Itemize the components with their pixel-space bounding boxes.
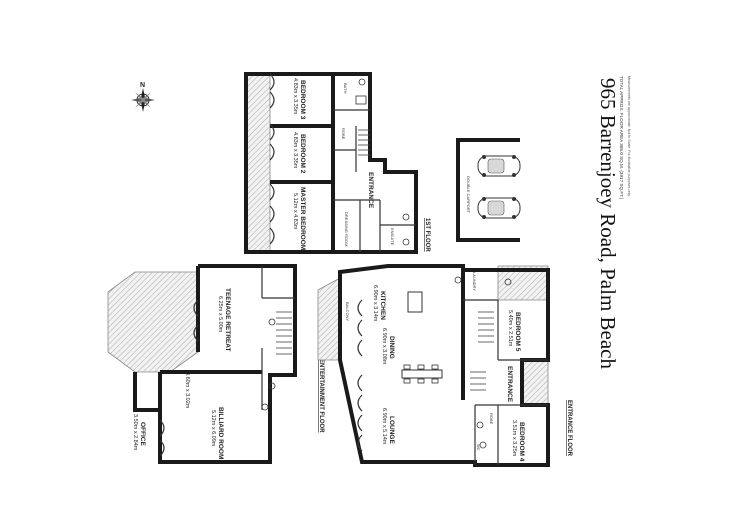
room-label-office: OFFICE (139, 422, 146, 446)
room-dim-dining: 6.90m x 3.08m (381, 328, 387, 365)
room-dim-bedroom2: 4.83m x 3.35m (292, 132, 298, 169)
room-dim-bedroom5: 5.40m x 2.51m (507, 310, 513, 347)
room-dim-bedroom3: 4.83m x 3.35m (292, 78, 298, 115)
room-dim-master: 5.12m x 4.83m (292, 193, 298, 230)
room-label-bedroom5: BEDROOM 5 (514, 312, 521, 352)
room-dim-rumpus: 3.60m x 3.02m (184, 372, 190, 409)
first-floor-plan: BEDROOM 3 4.83m x 3.35m BEDROOM 2 4.83m … (244, 72, 430, 254)
room-label-bedroom3: BEDROOM 3 (299, 80, 306, 120)
room-label-teenage: TEENAGE RETREAT (224, 288, 231, 351)
carport-plan: DOUBLE CARPORT (456, 138, 521, 242)
car-icon (477, 197, 521, 219)
room-dim-teenage: 6.25m x 5.00m (217, 296, 223, 333)
room-label-balcony: BALCONY (345, 302, 350, 321)
carport-label: DOUBLE CARPORT (466, 176, 471, 214)
room-label-robe-lower: ROBE (489, 413, 494, 425)
room-label-dining: DINING (388, 336, 395, 359)
entertainment-floor-plan: TEENAGE RETREAT 6.25m x 5.00m 3.60m x 3.… (107, 264, 324, 464)
room-dim-lounge: 6.90m x 5.14m (381, 408, 387, 445)
room-label-bath: BATH (343, 83, 348, 93)
room-dim-kitchen: 6.90m x 3.14m (372, 285, 378, 322)
room-label-ensuite: ENSUITE (390, 228, 395, 246)
floor-label-entrance: ENTRANCE FLOOR (566, 400, 572, 457)
compass-label: N (140, 82, 145, 89)
room-label-kitchen: KITCHEN (379, 291, 386, 320)
room-label-robe: ROBE (341, 128, 346, 140)
room-dim-office: 3.50m x 2.84m (132, 414, 138, 451)
room-dim-bedroom4: 3.51m x 3.25m (511, 420, 517, 457)
room-label-bedroom2: BEDROOM 2 (299, 134, 306, 174)
floor-label-first: 1ST FLOOR (424, 218, 430, 252)
room-label-master: MASTER BEDROOM (299, 187, 306, 250)
room-label-dressing: DRESSING ROOM (344, 212, 349, 246)
room-label-laundry: LAUNDRY (472, 272, 477, 291)
entrance-floor-plan: BALCONY KITCHEN 6.90m x 3.14m DINING 6.9… (317, 264, 572, 467)
room-label-billiard: BILLIARD ROOM (217, 407, 224, 459)
floor-label-entertainment: ENTERTAINMENT FLOOR (318, 359, 324, 433)
room-label-bedroom4: BEDROOM 4 (518, 422, 525, 462)
floor-area-text: TOTAL APPROX. FLOOR AREA 365.0 SQ.M. (39… (619, 76, 624, 200)
page-title: 965 Barrenjoey Road, Palm Beach (596, 78, 620, 370)
room-label-entrance-lower: ENTRANCE (506, 366, 513, 403)
room-label-lounge: LOUNGE (388, 416, 395, 444)
room-dim-billiard: 5.12m x 6.09m (210, 410, 216, 447)
room-label-entrance-upper: ENTRANCE (367, 172, 374, 209)
car-icon (477, 155, 521, 177)
room-label-wc: WC (476, 444, 481, 451)
disclaimer-text: Measurements are approximate. Not to Sca… (627, 76, 631, 197)
compass-icon: N (131, 82, 155, 112)
